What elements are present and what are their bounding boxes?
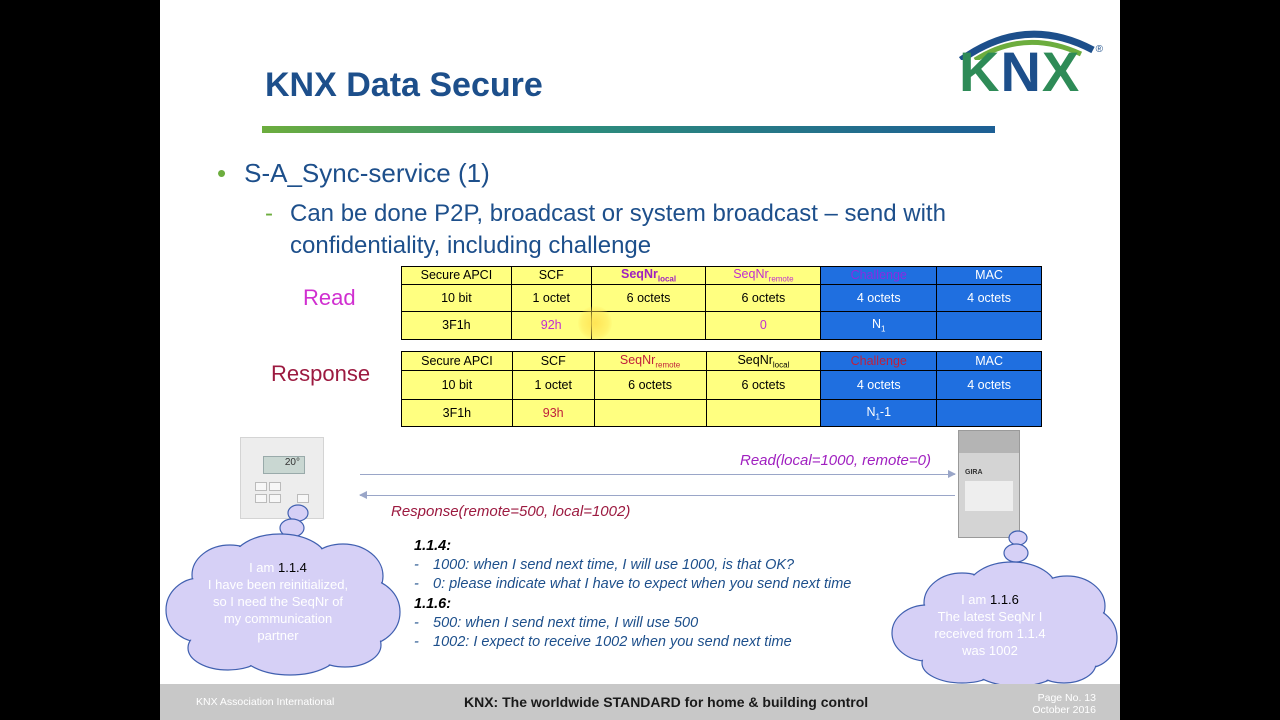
footer-tagline: KNX: The worldwide STANDARD for home & b…	[464, 694, 869, 710]
header-challenge: Challenge	[820, 266, 938, 285]
size-cell: 10 bit	[401, 370, 513, 400]
size-cell: 10 bit	[401, 283, 512, 312]
value-cell	[593, 399, 707, 427]
sub-bullet-dash: -	[265, 200, 273, 227]
value-cell: 93h	[511, 399, 595, 427]
actuator-device-image: GIRA	[958, 430, 1020, 538]
thought-cloud-left	[165, 504, 401, 676]
value-cell-challenge: N1	[820, 310, 938, 340]
thought-cloud-right	[891, 530, 1118, 687]
size-cell: 4 octets	[820, 283, 938, 312]
actuator-brand: GIRA	[965, 469, 983, 476]
header-secure-apci: Secure APCI	[401, 351, 513, 371]
header-seqnr-remote: SeqNrremote	[705, 266, 822, 285]
slide: KNX Data Secure KNX ® •S-A_Sync-service …	[160, 0, 1120, 720]
thermostat-key-icon	[255, 494, 267, 503]
header-seqnr-remote: SeqNrremote	[593, 351, 707, 371]
read-label: Read	[303, 285, 356, 310]
size-cell: 6 octets	[705, 370, 822, 400]
value-cell: 0	[705, 310, 822, 340]
header-seqnr-local: SeqNrlocal	[705, 351, 822, 371]
response-message: Response(remote=500, local=1002)	[391, 503, 631, 520]
size-cell: 6 octets	[593, 370, 707, 400]
list-item: -1000: when I send next time, I will use…	[414, 557, 795, 574]
value-cell	[936, 399, 1042, 427]
notes-heading-1-1-6: 1.1.6:	[414, 595, 452, 612]
header-scf: SCF	[511, 351, 595, 371]
response-label: Response	[271, 361, 371, 386]
actuator-terminals	[959, 431, 1019, 453]
thermostat-key-icon	[269, 482, 281, 491]
header-seqnr-local: SeqNrlocal	[590, 266, 707, 285]
logo-arc-icon	[958, 30, 1095, 60]
thermostat-display: 20°	[263, 456, 305, 474]
thermostat-key-icon	[269, 494, 281, 503]
header-mac: MAC	[936, 266, 1042, 285]
size-cell: 1 octet	[511, 370, 595, 400]
title-underline	[262, 126, 995, 133]
value-cell: 3F1h	[401, 310, 512, 340]
notes-heading-1-1-4: 1.1.4:	[414, 538, 452, 554]
thermostat-device-image: 20°	[240, 437, 324, 519]
read-message: Read(local=1000, remote=0)	[740, 452, 931, 469]
actuator-label-plate	[965, 481, 1013, 511]
list-item: -500: when I send next time, I will use …	[414, 614, 699, 631]
logo-registered-mark: ®	[1095, 44, 1103, 55]
response-arrow	[359, 491, 955, 499]
bullet-sync-service: •S-A_Sync-service (1)	[217, 158, 490, 188]
sub-bullet: -Can be done P2P, broadcast or system br…	[265, 200, 946, 259]
response-frame-table: Secure APCI SCF SeqNrremote SeqNrlocal C…	[401, 351, 1042, 427]
slide-title: KNX Data Secure	[265, 66, 543, 104]
pointer-highlight	[578, 306, 612, 340]
list-item: -1002: I expect to receive 1002 when you…	[414, 634, 792, 651]
size-cell: 4 octets	[936, 370, 1042, 400]
value-cell	[705, 399, 822, 427]
header-secure-apci: Secure APCI	[401, 266, 512, 285]
logo-wordmark: KNX	[959, 40, 1081, 103]
value-cell-challenge: N1-1	[820, 399, 938, 427]
size-cell: 4 octets	[936, 283, 1042, 312]
thermostat-key-icon	[255, 482, 267, 491]
knx-logo: KNX ®	[955, 20, 1105, 100]
list-item: -0: please indicate what I have to expec…	[414, 576, 852, 593]
bullet-dot-icon: •	[217, 158, 227, 188]
header-mac: MAC	[936, 351, 1042, 371]
read-arrow	[360, 470, 956, 478]
read-frame-table: Secure APCI SCF SeqNrlocal SeqNrremote C…	[401, 266, 1042, 340]
size-cell: 6 octets	[705, 283, 822, 312]
size-cell: 4 octets	[820, 370, 938, 400]
value-cell: 3F1h	[401, 399, 513, 427]
slide-footer: KNX Association International KNX: The w…	[160, 684, 1120, 720]
explanation-notes: 1.1.4: -1000: when I send next time, I w…	[414, 537, 851, 652]
header-challenge: Challenge	[820, 351, 938, 371]
thermostat-key-icon	[297, 494, 309, 503]
size-cell: 1 octet	[510, 283, 592, 312]
footer-organization: KNX Association International	[196, 696, 335, 708]
value-cell	[936, 310, 1042, 340]
header-scf: SCF	[510, 266, 592, 285]
size-cell: 6 octets	[590, 283, 707, 312]
